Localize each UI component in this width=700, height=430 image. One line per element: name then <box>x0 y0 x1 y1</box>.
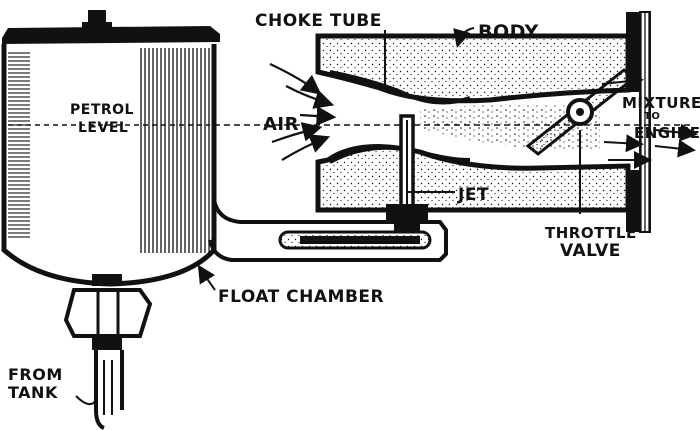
jet <box>386 114 428 232</box>
label-engine: ENGINE <box>634 124 700 142</box>
label-petrol-level-line2: LEVEL <box>78 120 128 136</box>
leader-lines <box>75 27 475 406</box>
label-throttle: THROTTLE <box>545 224 637 242</box>
float-chamber <box>1 10 448 430</box>
label-petrol-level-line1: PETROL <box>70 102 134 118</box>
label-to: TO <box>644 111 660 122</box>
label-from: FROM <box>8 365 63 384</box>
label-air: AIR <box>263 114 299 135</box>
label-jet: JET <box>457 185 489 205</box>
carburettor-body <box>214 11 690 233</box>
label-float-chamber: FLOAT CHAMBER <box>218 287 384 307</box>
label-choke-tube: CHOKE TUBE <box>255 11 382 31</box>
label-tank: TANK <box>8 383 58 402</box>
label-valve: VALVE <box>560 241 621 261</box>
label-mixture: MIXTURE <box>622 94 700 112</box>
air-flow-arrows <box>269 63 698 169</box>
label-body: BODY <box>478 21 539 43</box>
